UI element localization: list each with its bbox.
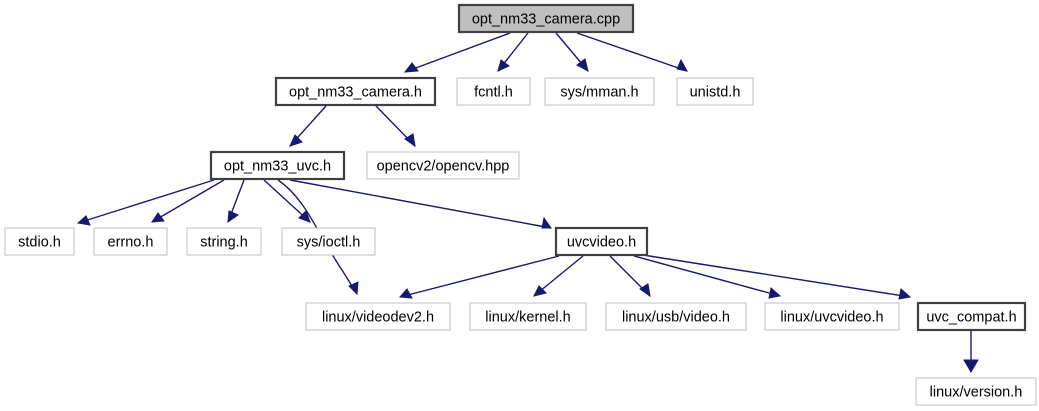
arrowhead-icon: [497, 59, 510, 72]
graph-edge-uvc_compat_h-to-linux_version_h: [963, 331, 979, 373]
node-box[interactable]: [456, 77, 531, 106]
node-box[interactable]: [554, 226, 649, 257]
graph-node-unistd_h[interactable]: unistd.h: [676, 77, 754, 106]
node-box[interactable]: [916, 301, 1027, 332]
graph-edge-opt_nm33_uvc_h-to-errno_h: [151, 179, 225, 223]
node-box[interactable]: [305, 302, 451, 331]
edge-line: [404, 32, 511, 73]
graph-node-linux_kernel_h[interactable]: linux/kernel.h: [469, 302, 587, 331]
graph-edge-opt_nm33_camera_cpp-to-fcntl_h: [497, 32, 529, 72]
graph-node-opencv2_opencv_hpp[interactable]: opencv2/opencv.hpp: [366, 151, 520, 180]
arrowhead-icon: [639, 283, 651, 298]
graph-node-linux_videodev2_h[interactable]: linux/videodev2.h: [305, 302, 451, 331]
graph-node-string_h[interactable]: string.h: [186, 227, 262, 256]
node-box[interactable]: [469, 302, 587, 331]
graph-node-opt_nm33_camera_cpp[interactable]: opt_nm33_camera.cpp: [457, 3, 635, 34]
node-box[interactable]: [274, 76, 437, 107]
graph-nodes: opt_nm33_camera.cpp opt_nm33_camera.h fcnt…: [4, 3, 1037, 406]
arrowhead-icon: [298, 210, 311, 223]
node-box[interactable]: [93, 227, 168, 256]
edge-line: [633, 255, 781, 297]
node-box[interactable]: [457, 3, 635, 34]
graph-node-linux_usb_video_h[interactable]: linux/usb/video.h: [605, 302, 747, 331]
graph-node-stdio_h[interactable]: stdio.h: [4, 227, 75, 256]
graph-edge-opt_nm33_uvc_h-to-stdio_h: [76, 179, 215, 226]
node-box[interactable]: [281, 227, 376, 256]
node-box[interactable]: [764, 302, 900, 331]
graph-node-opt_nm33_uvc_h[interactable]: opt_nm33_uvc.h: [209, 150, 346, 181]
arrowhead-icon: [576, 58, 589, 72]
edge-line: [289, 179, 552, 229]
arrowhead-icon: [227, 210, 240, 224]
graph-edge-uvcvideo_h-to-linux_kernel_h: [533, 255, 584, 297]
graph-node-sys_mman_h[interactable]: sys/mman.h: [544, 77, 655, 106]
arrowhead-icon: [404, 133, 416, 148]
graph-edge-opt_nm33_camera_h-to-opencv2_opencv_hpp: [375, 105, 416, 148]
graph-edge-uvcvideo_h-to-linux_usb_video_h: [609, 255, 651, 298]
node-box[interactable]: [209, 150, 346, 181]
graph-edge-opt_nm33_uvc_h-to-string_h: [227, 179, 245, 224]
graph-edge-uvcvideo_h-to-uvc_compat_h: [642, 254, 912, 300]
graph-edge-opt_nm33_camera_cpp-to-sys_mman_h: [555, 32, 589, 72]
graph-edge-uvcvideo_h-to-linux_uvcvideo_h: [633, 255, 782, 299]
arrowhead-icon: [898, 288, 912, 300]
graph-edge-opt_nm33_uvc_h-to-linux_videodev2_h: [277, 179, 359, 296]
arrowhead-icon: [398, 288, 413, 299]
arrowhead-icon: [676, 58, 688, 72]
arrowhead-icon: [533, 285, 547, 297]
node-box[interactable]: [915, 377, 1037, 406]
graph-edge-opt_nm33_camera_cpp-to-unistd_h: [576, 32, 688, 72]
arrowhead-icon: [151, 212, 165, 223]
arrowhead-icon: [768, 287, 782, 299]
edge-line: [399, 255, 560, 298]
graph-node-sys_ioctl_h[interactable]: sys/ioctl.h: [281, 227, 376, 256]
edge-line: [151, 179, 225, 223]
edge-line: [77, 179, 215, 224]
graph-node-linux_uvcvideo_h[interactable]: linux/uvcvideo.h: [764, 302, 900, 331]
graph-edge-opt_nm33_uvc_h-to-sys_ioctl_h: [263, 179, 311, 223]
graph-node-uvcvideo_h[interactable]: uvcvideo.h: [554, 226, 649, 257]
graph-node-errno_h[interactable]: errno.h: [93, 227, 168, 256]
arrowhead-icon: [963, 359, 979, 373]
node-box[interactable]: [605, 302, 747, 331]
arrowhead-icon: [289, 134, 303, 147]
graph-edge-opt_nm33_camera_h-to-opt_nm33_uvc_h: [289, 105, 327, 147]
node-box[interactable]: [186, 227, 262, 256]
graph-node-uvc_compat_h[interactable]: uvc_compat.h: [916, 301, 1027, 332]
graph-edge-opt_nm33_uvc_h-to-uvcvideo_h: [289, 179, 552, 229]
node-box[interactable]: [676, 77, 754, 106]
graph-edge-uvcvideo_h-to-linux_videodev2_h: [398, 255, 560, 299]
node-box[interactable]: [544, 77, 655, 106]
node-box[interactable]: [4, 227, 75, 256]
graph-node-fcntl_h[interactable]: fcntl.h: [456, 77, 531, 106]
arrowhead-icon: [541, 216, 552, 229]
graph-edges: [76, 32, 979, 373]
arrowhead-icon: [76, 215, 91, 226]
graph-edge-opt_nm33_camera_cpp-to-opt_nm33_camera_h: [403, 32, 511, 73]
arrowhead-icon: [348, 281, 359, 296]
edge-line: [576, 32, 688, 72]
graph-node-linux_version_h[interactable]: linux/version.h: [915, 377, 1037, 406]
node-box[interactable]: [366, 151, 520, 180]
graph-node-opt_nm33_camera_h[interactable]: opt_nm33_camera.h: [274, 76, 437, 107]
arrowhead-icon: [403, 62, 419, 73]
edge-line: [642, 254, 911, 298]
